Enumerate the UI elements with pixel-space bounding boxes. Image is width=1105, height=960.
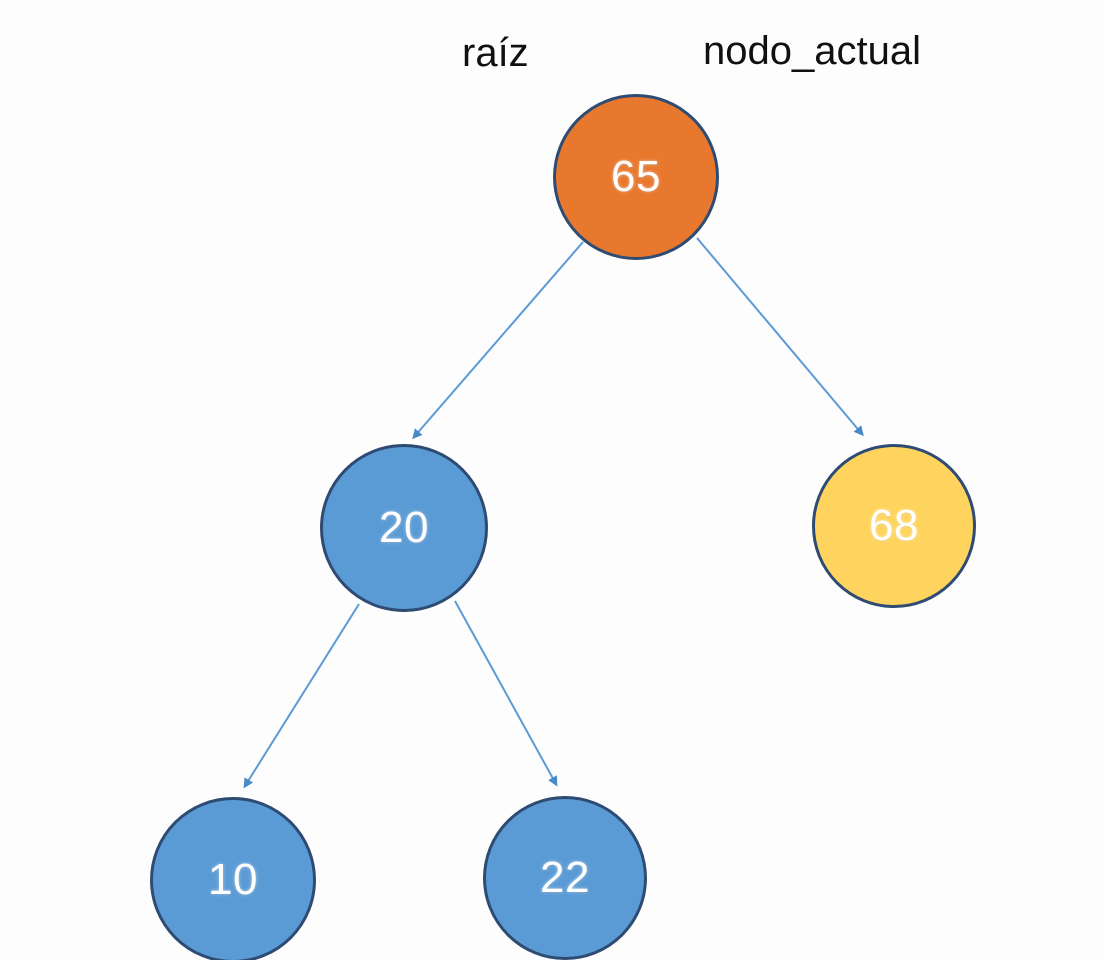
tree-edge-n20-to-n22 bbox=[454, 600, 558, 787]
tree-edge-n65-to-n68 bbox=[696, 237, 864, 437]
tree-node-value: 20 bbox=[379, 503, 429, 552]
tree-edge-n20-to-n10 bbox=[243, 603, 360, 789]
tree-node-65[interactable]: 65 bbox=[553, 94, 719, 260]
pointer-label-nodo_actual: nodo_actual bbox=[703, 29, 921, 73]
tree-node-value: 10 bbox=[208, 855, 258, 904]
tree-node-value: 65 bbox=[611, 152, 661, 201]
tree-node-value: 68 bbox=[869, 501, 919, 550]
tree-node-20[interactable]: 20 bbox=[320, 444, 488, 612]
pointer-label-raiz: raíz bbox=[462, 31, 529, 75]
tree-edge-n65-to-n20 bbox=[412, 241, 584, 440]
tree-node-22[interactable]: 22 bbox=[483, 796, 647, 960]
tree-node-10[interactable]: 10 bbox=[150, 797, 316, 960]
tree-node-68[interactable]: 68 bbox=[812, 444, 976, 608]
tree-node-value: 22 bbox=[540, 853, 590, 902]
